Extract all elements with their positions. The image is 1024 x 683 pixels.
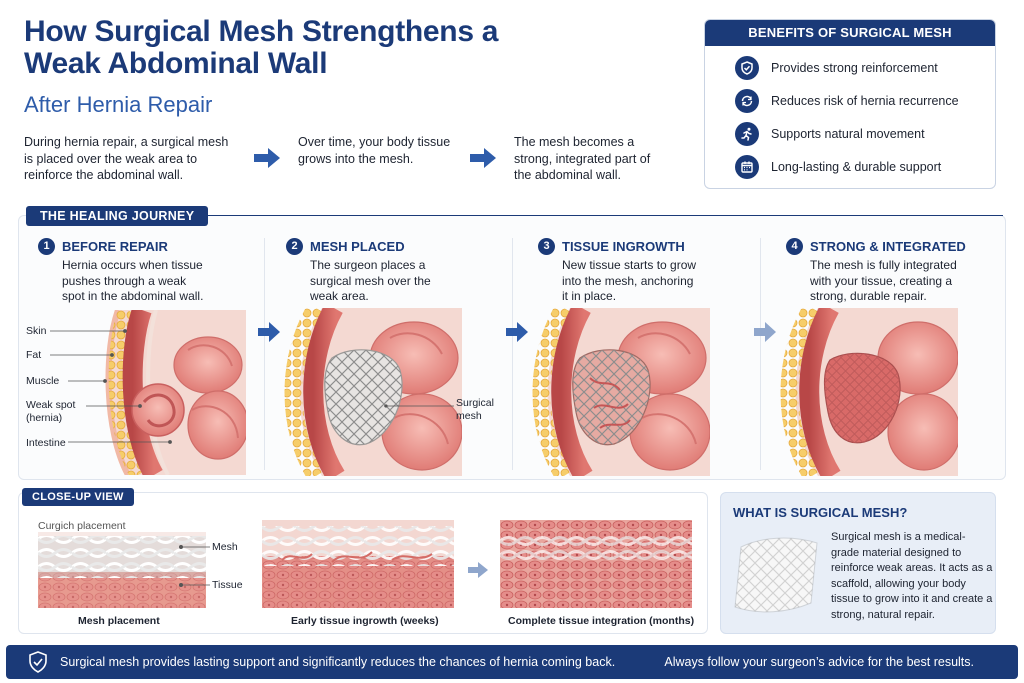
shield-check-icon <box>735 56 759 80</box>
anatomy-label-skin: Skin <box>26 325 47 337</box>
closeup-caption: Early tissue ingrowth (weeks) <box>291 615 439 627</box>
arrow-right-icon <box>470 148 496 168</box>
step-description: The surgeon places a surgical mesh over … <box>310 258 431 304</box>
intro-step-1: During hernia repair, a surgical mesh is… <box>24 135 229 183</box>
closeup-early-ingrowth-illustration <box>262 520 454 608</box>
integrated-illustration <box>780 308 958 476</box>
closeup-complete-integration-illustration <box>500 520 692 608</box>
benefit-text: Supports natural movement <box>771 127 925 141</box>
step-title: MESH PLACED <box>310 239 405 254</box>
closeup-tissue-label: Tissue <box>212 579 243 591</box>
step-divider <box>760 238 761 470</box>
anatomy-label-weak-spot: Weak spot (hernia) <box>26 399 76 425</box>
recycle-arrows-icon <box>735 89 759 113</box>
benefits-card: BENEFITS OF SURGICAL MESH Provides stron… <box>704 19 996 189</box>
page-subtitle: After Hernia Repair <box>24 92 213 117</box>
anatomy-label-fat: Fat <box>26 349 42 361</box>
step-number: 3 <box>538 238 555 255</box>
step-description: Hernia occurs when tissue pushes through… <box>62 258 204 304</box>
benefit-text: Long-lasting & durable support <box>771 160 942 174</box>
mesh-sample-illustration <box>734 537 818 613</box>
label-leader-lines <box>50 329 172 444</box>
footer-advice: Always follow your surgeon’s advice for … <box>664 655 974 669</box>
arrow-right-icon <box>754 322 776 342</box>
what-is-mesh-text: Surgical mesh is a medical-grade materia… <box>831 531 993 622</box>
intro-step-2: Over time, your body tissue grows into t… <box>298 135 451 166</box>
anatomy-label-intestine: Intestine <box>26 437 66 449</box>
closeup-caption: Complete tissue integration (months) <box>508 615 695 627</box>
shield-check-icon <box>29 651 47 673</box>
hernia-before-illustration <box>105 310 246 475</box>
healing-journey-heading: THE HEALING JOURNEY <box>26 206 209 226</box>
label-leader-lines <box>178 545 210 588</box>
footer-message: Surgical mesh provides lasting support a… <box>60 655 616 669</box>
page-title: How Surgical Mesh Strengthens a Weak Abd… <box>24 15 499 81</box>
benefit-item: Reduces risk of hernia recurrence <box>735 89 959 113</box>
closeup-heading: CLOSE-UP VIEW <box>22 488 134 506</box>
benefit-text: Reduces risk of hernia recurrence <box>771 94 959 108</box>
benefit-item: Provides strong reinforcement <box>735 56 938 80</box>
anatomy-label-muscle: Muscle <box>26 375 60 387</box>
what-is-mesh-card: WHAT IS SURGICAL MESH? Surgical mesh is … <box>720 492 996 634</box>
step-title: BEFORE REPAIR <box>62 239 168 254</box>
calendar-icon <box>735 155 759 179</box>
closeup-panel-label: Curgich placement <box>38 520 126 532</box>
running-person-icon <box>735 122 759 146</box>
intro-step-3: The mesh becomes a strong, integrated pa… <box>514 135 651 183</box>
section-rule <box>205 215 1003 216</box>
benefit-item: Long-lasting & durable support <box>735 155 941 179</box>
arrow-right-icon <box>506 322 528 342</box>
step-description: New tissue starts to grow into the mesh,… <box>562 258 697 304</box>
step-divider <box>264 238 265 470</box>
step-number: 4 <box>786 238 803 255</box>
footer-banner: Surgical mesh provides lasting support a… <box>6 645 1018 679</box>
step-divider <box>512 238 513 470</box>
step-title: STRONG & INTEGRATED <box>810 239 966 254</box>
benefits-heading: BENEFITS OF SURGICAL MESH <box>705 20 995 46</box>
benefit-text: Provides strong reinforcement <box>771 61 938 75</box>
closeup-caption: Mesh placement <box>78 615 160 627</box>
tissue-ingrowth-illustration <box>532 308 710 476</box>
arrow-right-icon <box>254 148 280 168</box>
surgical-mesh-label: Surgical mesh <box>456 397 494 423</box>
benefit-item: Supports natural movement <box>735 122 925 146</box>
step-number: 1 <box>38 238 55 255</box>
mesh-placed-illustration <box>284 308 462 476</box>
arrow-right-icon <box>468 562 488 578</box>
step-title: TISSUE INGROWTH <box>562 239 685 254</box>
label-leader-line <box>384 404 454 408</box>
step-description: The mesh is fully integrated with your t… <box>810 258 957 304</box>
arrow-right-icon <box>258 322 280 342</box>
closeup-mesh-placement-illustration <box>38 532 206 608</box>
what-is-mesh-heading: WHAT IS SURGICAL MESH? <box>733 505 908 520</box>
closeup-mesh-label: Mesh <box>212 541 238 553</box>
step-number: 2 <box>286 238 303 255</box>
